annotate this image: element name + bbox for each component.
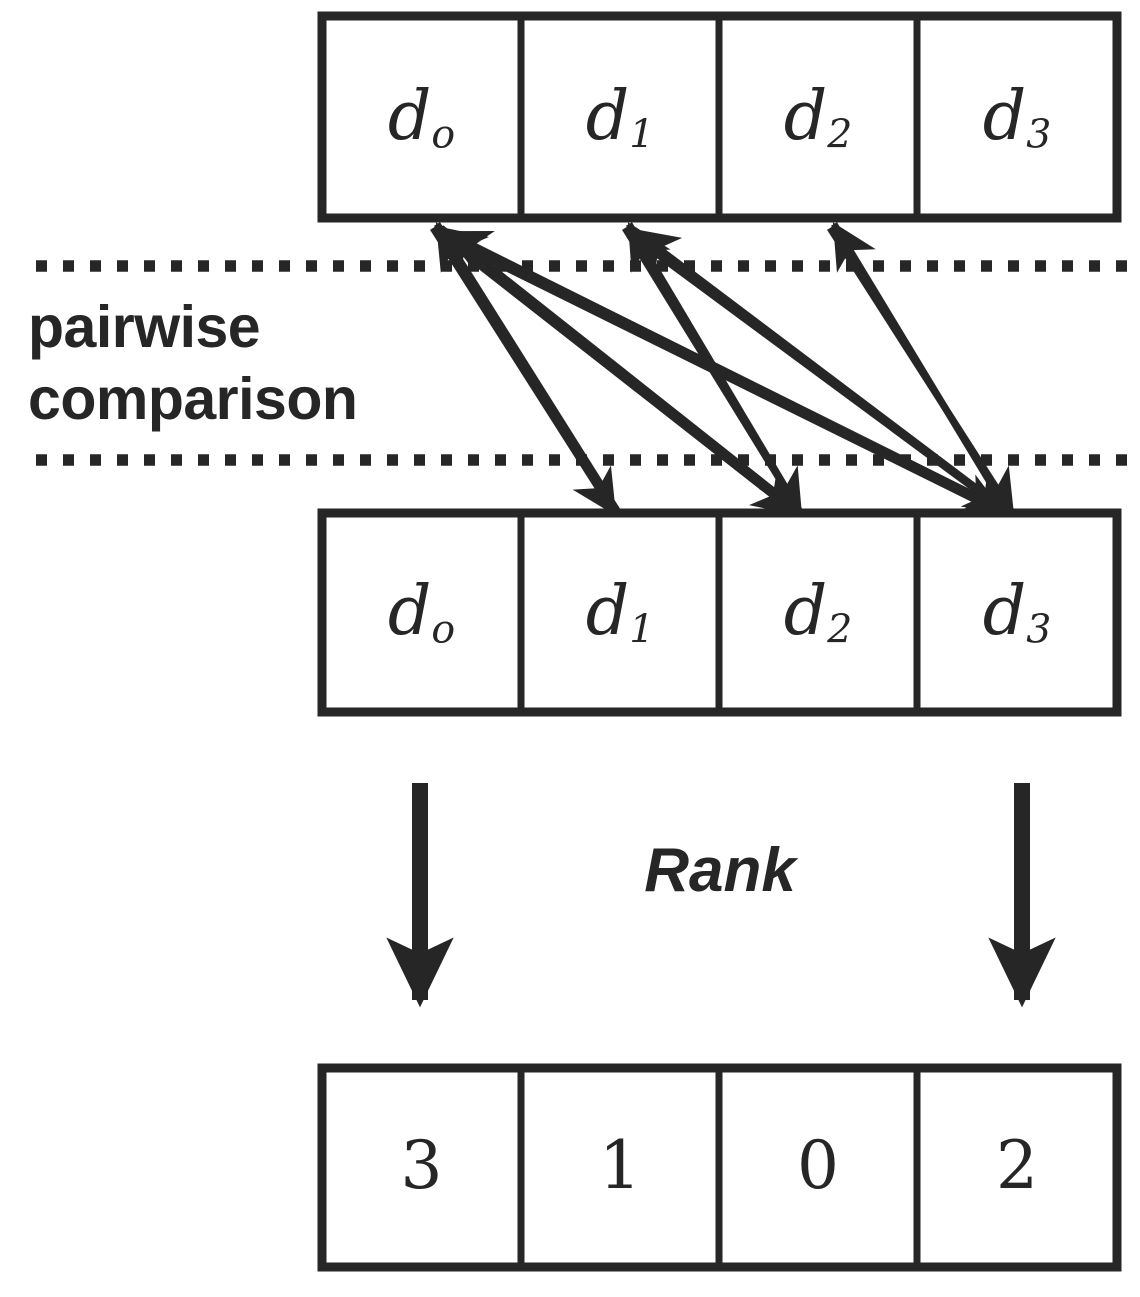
pairwise-comparison-label: pairwise comparison [28, 292, 458, 436]
top-cell-3-sub: 3 [1026, 111, 1052, 158]
top-cell-0: do [322, 83, 521, 155]
second-row-box [317, 508, 1122, 717]
second-cell-2: d2 [719, 578, 917, 650]
second-cell-3-base: d [982, 572, 1027, 651]
second-cell-1-base: d [585, 572, 630, 651]
arrow-down-to-d3-b [627, 231, 1012, 517]
top-cell-1-base: d [585, 77, 630, 156]
rank-row-box [317, 1063, 1122, 1272]
arrow-down-to-d1 [430, 226, 618, 516]
top-cell-0-sub: o [431, 111, 456, 158]
rank-cell-3: 2 [996, 1127, 1038, 1204]
top-cell-0-base: d [387, 77, 432, 156]
arrow-down-to-d3-c [827, 226, 1016, 516]
pairwise-label-line1: pairwise [28, 294, 261, 360]
top-cell-2-sub: 2 [827, 111, 853, 158]
rank-cell-1: 1 [599, 1127, 641, 1204]
second-cell-1-sub: 1 [629, 606, 655, 653]
top-cell-1-sub: 1 [629, 111, 655, 158]
rank-arrows [386, 783, 1056, 1008]
rank-label: Rank [644, 836, 796, 905]
arrow-down-to-d2-b [622, 226, 804, 516]
second-cell-1: d1 [521, 578, 719, 650]
top-row-box [317, 11, 1122, 223]
second-cell-0: do [322, 578, 521, 650]
second-cell-0-base: d [387, 572, 432, 651]
rank-cell-0: 3 [400, 1127, 443, 1204]
top-cell-3: d3 [917, 83, 1117, 155]
rank-cell-2: 0 [797, 1127, 839, 1204]
top-cell-3-base: d [982, 77, 1027, 156]
arrow-up-to-d0-c [444, 228, 1010, 516]
pairwise-comparison-arrows [430, 222, 1016, 518]
second-cell-2-base: d [783, 572, 828, 651]
second-cell-3-sub: 3 [1026, 606, 1052, 653]
top-cell-2-base: d [783, 77, 828, 156]
second-cell-2-sub: 2 [827, 606, 853, 653]
arrow-down-to-d2-a [434, 229, 800, 517]
top-cell-2: d2 [719, 83, 917, 155]
second-cell-0-sub: o [431, 606, 456, 653]
second-cell-3: d3 [917, 578, 1117, 650]
pairwise-label-line2: comparison [28, 365, 358, 432]
top-cell-1: d1 [521, 83, 719, 155]
arrow-down-to-d3-a [440, 232, 1006, 518]
